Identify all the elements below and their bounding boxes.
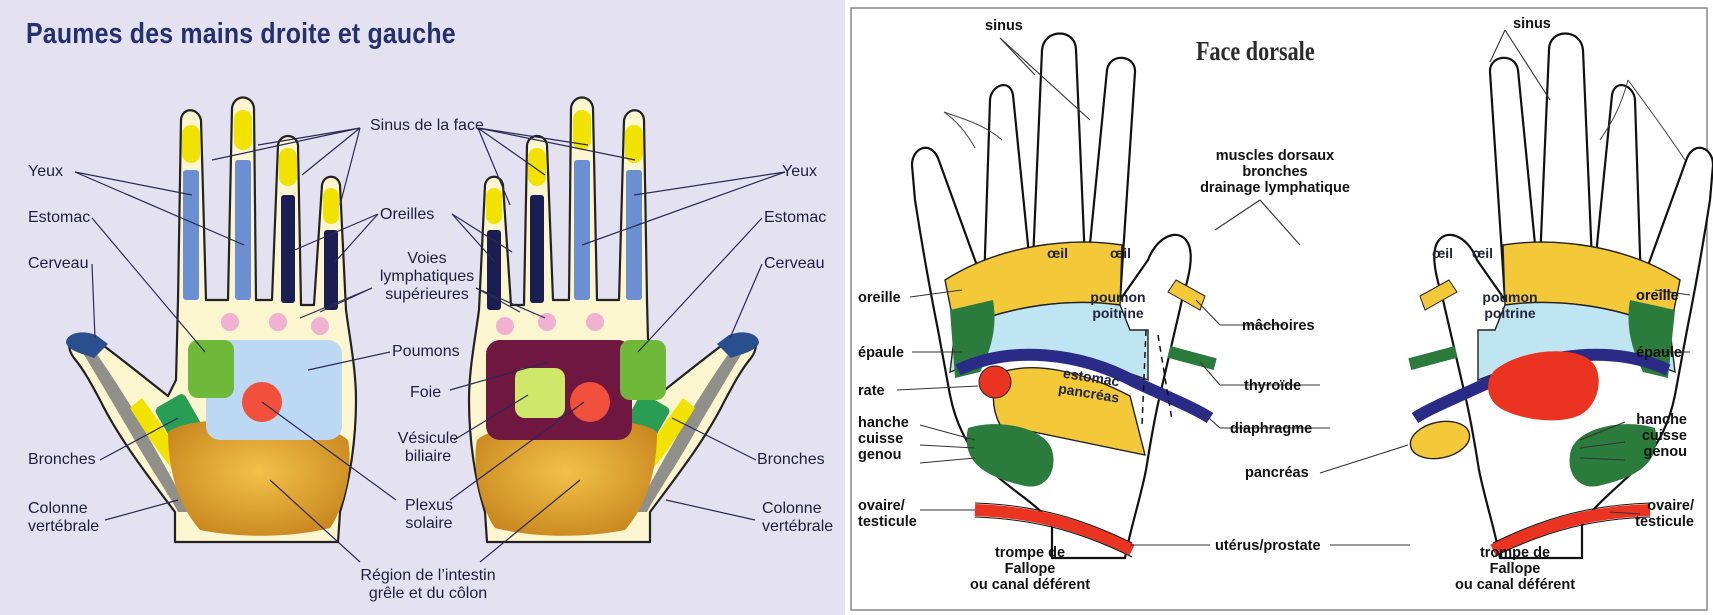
label-estomac-right: Estomac (764, 209, 827, 226)
palm-leader-lines (74, 127, 786, 563)
label-estomac-left: Estomac (28, 209, 91, 226)
zone-oeil-1: œil (1047, 245, 1068, 261)
left-dorsal-rate (978, 365, 1012, 399)
label-ovaire-left: ovaire/testicule (858, 498, 917, 531)
right-palm-finger-zones (182, 110, 339, 310)
label-machoires: mâchoires (1242, 318, 1315, 334)
dorsal-title: Face dorsale (1196, 36, 1315, 66)
right-palm-spine-band (76, 342, 190, 512)
left-dorsal-thyroid (1167, 345, 1217, 371)
right-dorsal-hanche (1569, 424, 1657, 487)
right-palm-stomach (188, 340, 234, 398)
label-uterus-prostate: utérus/prostate (1215, 538, 1321, 554)
left-palm-plexus (570, 382, 610, 422)
label-diaphragme: diaphragme (1230, 421, 1313, 437)
left-palm-gallbladder (515, 368, 565, 418)
label-rate: rate (858, 383, 885, 399)
left-palm-stomach (620, 340, 666, 400)
left-dorsal-hand (910, 32, 1217, 560)
label-oreilles: Oreilles (380, 206, 435, 223)
left-palm-hand (467, 96, 759, 544)
label-yeux-left: Yeux (28, 163, 63, 180)
label-cerveau-right: Cerveau (764, 255, 825, 272)
dorsal-leader-lines (896, 29, 1691, 546)
left-palm-spine-band (635, 342, 749, 512)
label-bronches-left: Bronches (28, 451, 96, 468)
right-dorsal-liver (1488, 351, 1599, 421)
left-dorsal-diaphragm (955, 348, 1214, 424)
right-dorsal-ovaire (1490, 504, 1651, 556)
label-oreille-right: oreille (1636, 288, 1679, 304)
label-sinus-de-la-face: Sinus de la face (370, 117, 484, 134)
left-dorsal-ovaire (974, 504, 1135, 556)
label-yeux-right: Yeux (782, 163, 817, 180)
label-ovaire-right: ovaire/testicule (1635, 498, 1694, 531)
left-dorsal-hanche (966, 424, 1054, 487)
zone-oeil-4: œil (1472, 245, 1493, 261)
label-epaule-left: épaule (858, 345, 904, 361)
right-dorsal-thumb-band (1419, 279, 1458, 311)
zone-oeil-3: œil (1432, 245, 1453, 261)
right-palm-thumb-tip (66, 332, 108, 358)
label-sinus-left: sinus (985, 18, 1023, 34)
palms-background (0, 0, 845, 615)
zone-oeil-2: œil (1110, 245, 1131, 261)
label-foie: Foie (410, 384, 442, 401)
panel-divider (845, 0, 851, 615)
label-bronches-right: Bronches (757, 451, 825, 468)
left-dorsal-thumb-band (1167, 279, 1206, 311)
left-palm-thumb-tip (717, 332, 759, 358)
left-palm-finger-zones (486, 110, 643, 310)
right-palm-intestine (168, 419, 350, 536)
label-cerveau-left: Cerveau (28, 255, 89, 272)
right-dorsal-hand (1408, 32, 1713, 560)
label-poumons: Poumons (392, 343, 460, 360)
label-epaule-right: épaule (1636, 345, 1682, 361)
right-dorsal-pancreas (1409, 420, 1471, 460)
label-oreille-left: oreille (858, 290, 901, 306)
right-palm-hand (66, 96, 358, 544)
right-dorsal-thyroid (1408, 345, 1458, 371)
label-pancreas: pancréas (1245, 465, 1309, 481)
label-thyroide: thyroïde (1244, 378, 1302, 394)
palms-title: Paumes des mains droite et gauche (26, 18, 456, 50)
label-sinus-right: sinus (1513, 16, 1551, 32)
